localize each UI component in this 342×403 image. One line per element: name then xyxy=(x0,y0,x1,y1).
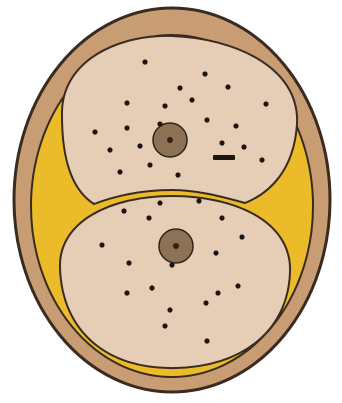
lower-cell-granule xyxy=(215,290,220,295)
upper-cell-granule xyxy=(175,172,180,177)
upper-cell-granule xyxy=(124,125,129,130)
lower-cell-granule xyxy=(146,215,151,220)
lower-cell-granule xyxy=(99,242,104,247)
upper-cell-granule xyxy=(241,144,246,149)
upper-cell-granule xyxy=(137,143,142,148)
lower-cell-granule xyxy=(157,200,162,205)
upper-cell-granule xyxy=(157,121,162,126)
upper-cell-granule xyxy=(162,103,167,108)
upper-cell xyxy=(62,36,297,204)
lower-cell-granule xyxy=(162,323,167,328)
lower-nucleolus xyxy=(173,243,179,249)
lower-cell-granule xyxy=(203,300,208,305)
upper-bar-mark xyxy=(213,155,235,160)
upper-nucleolus xyxy=(167,137,173,143)
lower-cell-granule xyxy=(167,307,172,312)
lower-cell-granule xyxy=(124,290,129,295)
upper-cell-granule xyxy=(107,147,112,152)
lower-cell-granule xyxy=(196,198,201,203)
upper-cell-granule xyxy=(142,59,147,64)
upper-cell-granule xyxy=(263,101,268,106)
upper-cell-granule xyxy=(147,162,152,167)
upper-cell-granule xyxy=(202,71,207,76)
lower-cell-granule xyxy=(121,208,126,213)
lower-cell-granule xyxy=(204,338,209,343)
upper-cell-granule xyxy=(124,100,129,105)
lower-cell-granule xyxy=(149,285,154,290)
lower-cell-granule xyxy=(213,250,218,255)
lower-cell-granule xyxy=(219,215,224,220)
lower-cell-granule xyxy=(239,234,244,239)
upper-cell-granule xyxy=(189,97,194,102)
upper-cell-granule xyxy=(92,129,97,134)
upper-cell-granule xyxy=(177,85,182,90)
lower-cell-granule xyxy=(235,283,240,288)
upper-cell-granule xyxy=(204,117,209,122)
upper-cell-granule xyxy=(259,157,264,162)
upper-cell-granule xyxy=(225,84,230,89)
lower-cell-granule xyxy=(169,262,174,267)
lower-cell-granule xyxy=(126,260,131,265)
upper-cell-granule xyxy=(117,169,122,174)
upper-cell-body xyxy=(62,36,297,204)
upper-cell-granule xyxy=(233,123,238,128)
upper-cell-granule xyxy=(219,140,224,145)
lower-cell-body xyxy=(60,196,290,368)
lower-cell xyxy=(60,196,290,368)
